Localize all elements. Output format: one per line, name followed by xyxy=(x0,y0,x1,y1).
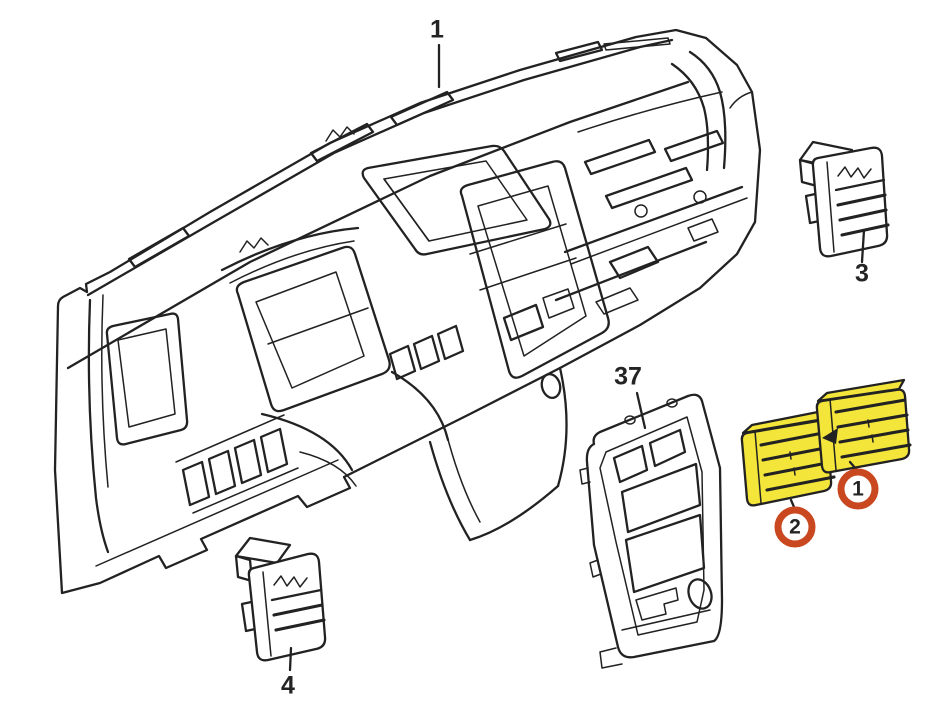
passenger-side-slots xyxy=(583,129,725,218)
vent-1-highlighted-drawing xyxy=(815,378,912,474)
vent-2-highlighted-drawing xyxy=(740,409,836,507)
switch-holes-left xyxy=(175,414,299,514)
center-top-tray xyxy=(361,144,552,256)
vent-clip xyxy=(822,428,838,444)
instrument-cluster-opening xyxy=(220,226,391,413)
side-vent-3-drawing xyxy=(798,140,890,258)
switch-holes-center xyxy=(388,324,465,381)
dashboard-drawing xyxy=(53,28,762,595)
side-vent-4-drawing xyxy=(234,536,327,662)
center-bezel-37-drawing xyxy=(579,393,724,669)
leader-lines xyxy=(288,43,866,672)
center-stack-opening xyxy=(459,160,610,379)
left-end-panel xyxy=(87,294,189,554)
defroster-slots xyxy=(127,37,671,269)
